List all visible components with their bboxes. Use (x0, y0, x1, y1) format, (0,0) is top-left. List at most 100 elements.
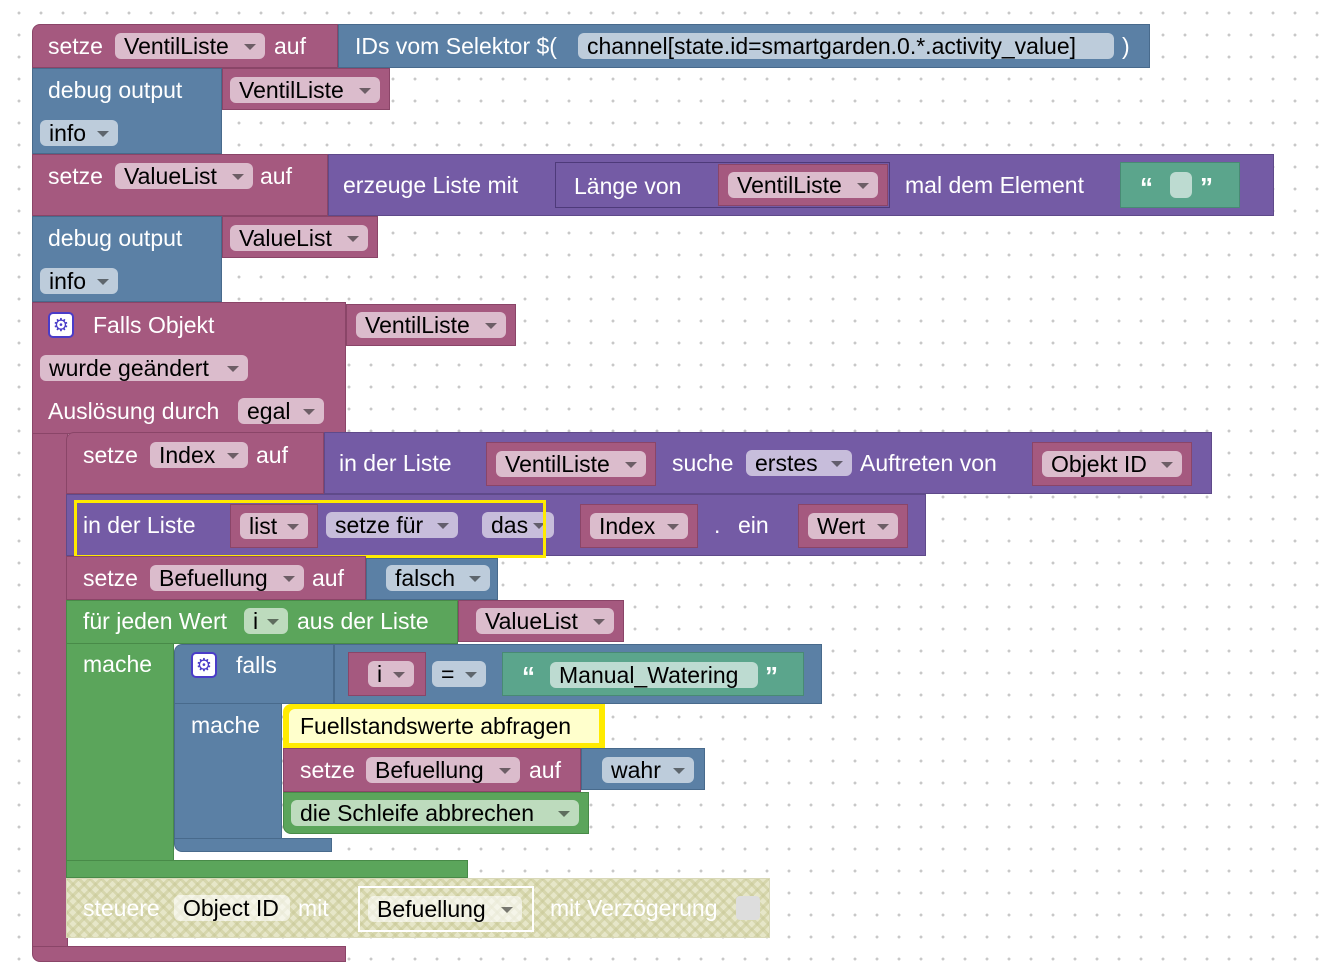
to-label: auf (260, 163, 292, 189)
boolean-dropdown[interactable]: wahr (602, 757, 694, 783)
highlight-box (74, 500, 546, 558)
occurrence-label: Auftreten von (860, 450, 997, 476)
variable-dropdown-ventilliste[interactable]: VentilListe (115, 33, 265, 59)
loop-control-dropdown[interactable]: die Schleife abbrechen (291, 800, 579, 826)
length-of-label: Länge von (574, 173, 682, 199)
from-list-label: aus der Liste (297, 608, 429, 634)
control-label: steuere (83, 895, 160, 921)
dropdown-text: setze für (335, 512, 424, 538)
dropdown-text: wahr (611, 757, 661, 783)
text-field-manual-watering[interactable]: Manual_Watering (550, 662, 758, 688)
selector-value-text: channel[state.id=smartgarden.0.*.activit… (587, 33, 1077, 59)
object-id-field[interactable]: Object ID (174, 895, 290, 921)
with-label: mit (298, 895, 329, 921)
object-id-text: Object ID (183, 895, 279, 921)
in-list-label: in der Liste (339, 450, 452, 476)
dropdown-text: egal (247, 398, 291, 424)
variable-dropdown-befuellung[interactable]: Befuellung (150, 565, 304, 591)
dropdown-text: Objekt ID (1051, 451, 1147, 477)
variable-dropdown-valuelist[interactable]: ValueList (115, 163, 253, 189)
trigger-by-label: Auslösung durch (48, 398, 220, 424)
selector-close: ) (1122, 33, 1130, 59)
dropdown-text: ValueList (124, 163, 217, 189)
trigger-body-spine (32, 434, 68, 946)
for-each-bottom-arm (66, 860, 468, 878)
to-label: auf (274, 33, 306, 59)
gear-icon[interactable]: ⚙ (191, 652, 217, 678)
dropdown-text: VentilListe (124, 33, 229, 59)
open-quote-icon: “ (1140, 172, 1153, 202)
dropdown-text: Index (159, 442, 216, 468)
variable-dropdown-object-id[interactable]: Objekt ID (1042, 451, 1182, 477)
operator-dropdown[interactable]: = (432, 661, 486, 687)
variable-dropdown-ventilliste[interactable]: VentilListe (728, 172, 878, 198)
dropdown-text: info (49, 120, 87, 146)
variable-dropdown-index[interactable]: Index (150, 442, 248, 468)
if-label: falls (236, 652, 277, 678)
dropdown-text: list (249, 513, 278, 539)
dropdown-text: die Schleife abbrechen (300, 800, 534, 826)
set-label: setze (83, 565, 138, 591)
dropdown-text: i (377, 661, 383, 687)
loop-variable-dropdown[interactable]: i (244, 608, 288, 634)
dropdown-text: ValueList (485, 608, 578, 634)
log-level-dropdown[interactable]: info (40, 268, 118, 294)
close-quote-icon: ” (1200, 172, 1213, 202)
to-label: auf (529, 757, 561, 783)
trigger-bottom-arm (32, 946, 346, 962)
variable-dropdown-ventilliste[interactable]: VentilListe (356, 312, 506, 338)
dropdown-text: wurde geändert (49, 355, 209, 381)
boolean-dropdown[interactable]: falsch (386, 565, 490, 591)
variable-dropdown-ventilliste[interactable]: VentilListe (496, 451, 646, 477)
dropdown-text: ValueList (239, 225, 332, 251)
variable-dropdown-i[interactable]: i (368, 661, 414, 687)
variable-getter-block-disabled[interactable] (358, 886, 534, 932)
for-each-label: für jeden Wert (83, 608, 228, 634)
if-body-spine (174, 704, 282, 838)
dropdown-text: Befuellung (377, 896, 486, 922)
dropdown-text: VentilListe (505, 451, 610, 477)
create-list-label: erzeuge Liste mit (343, 172, 519, 198)
dropdown-text: VentilListe (737, 172, 842, 198)
variable-dropdown-befuellung[interactable]: Befuellung (366, 757, 520, 783)
debug-output-label: debug output (48, 225, 183, 251)
trigger-source-dropdown[interactable]: egal (238, 398, 324, 424)
dropdown-text: VentilListe (239, 77, 344, 103)
variable-dropdown-index[interactable]: Index (590, 513, 688, 539)
dropdown-text: VentilListe (365, 312, 470, 338)
do-label: mache (191, 712, 261, 738)
variable-dropdown-list[interactable]: list (240, 513, 308, 539)
if-bottom-arm (174, 838, 332, 852)
variable-dropdown-valuelist[interactable]: ValueList (230, 225, 368, 251)
gear-icon[interactable]: ⚙ (48, 312, 74, 338)
to-label: auf (256, 442, 288, 468)
search-position-dropdown[interactable]: erstes (746, 450, 852, 476)
dropdown-text: info (49, 268, 87, 294)
debug-output-label: debug output (48, 77, 183, 103)
dot-label: . (714, 512, 721, 538)
search-label: suche (672, 450, 734, 476)
list-mode-dropdown[interactable]: setze für (326, 512, 458, 538)
variable-dropdown-valuelist[interactable]: ValueList (476, 608, 614, 634)
dropdown-text: das (491, 512, 529, 538)
list-where-dropdown[interactable]: das (482, 512, 554, 538)
dropdown-text: = (441, 661, 455, 687)
log-level-dropdown[interactable]: info (40, 120, 118, 146)
open-quote-icon: “ (522, 661, 535, 691)
text-value: Manual_Watering (559, 662, 739, 688)
close-quote-icon: ” (765, 661, 778, 691)
delay-checkbox[interactable] (736, 896, 760, 920)
variable-dropdown-befuellung[interactable]: Befuellung (368, 896, 522, 922)
dropdown-text: Index (599, 513, 656, 539)
set-label: setze (48, 163, 103, 189)
variable-dropdown-wert[interactable]: Wert (808, 513, 898, 539)
text-field-empty[interactable] (1170, 172, 1192, 198)
trigger-type-dropdown[interactable]: wurde geändert (40, 355, 248, 381)
for-each-body-spine (66, 644, 174, 860)
delay-label: mit Verzögerung (550, 895, 718, 921)
function-call-label: Fuellstandswerte abfragen (300, 713, 572, 739)
times-element-label: mal dem Element (905, 172, 1084, 198)
insert-label: ein (738, 512, 769, 538)
selector-value-field[interactable]: channel[state.id=smartgarden.0.*.activit… (578, 33, 1114, 59)
variable-dropdown-ventilliste[interactable]: VentilListe (230, 77, 380, 103)
